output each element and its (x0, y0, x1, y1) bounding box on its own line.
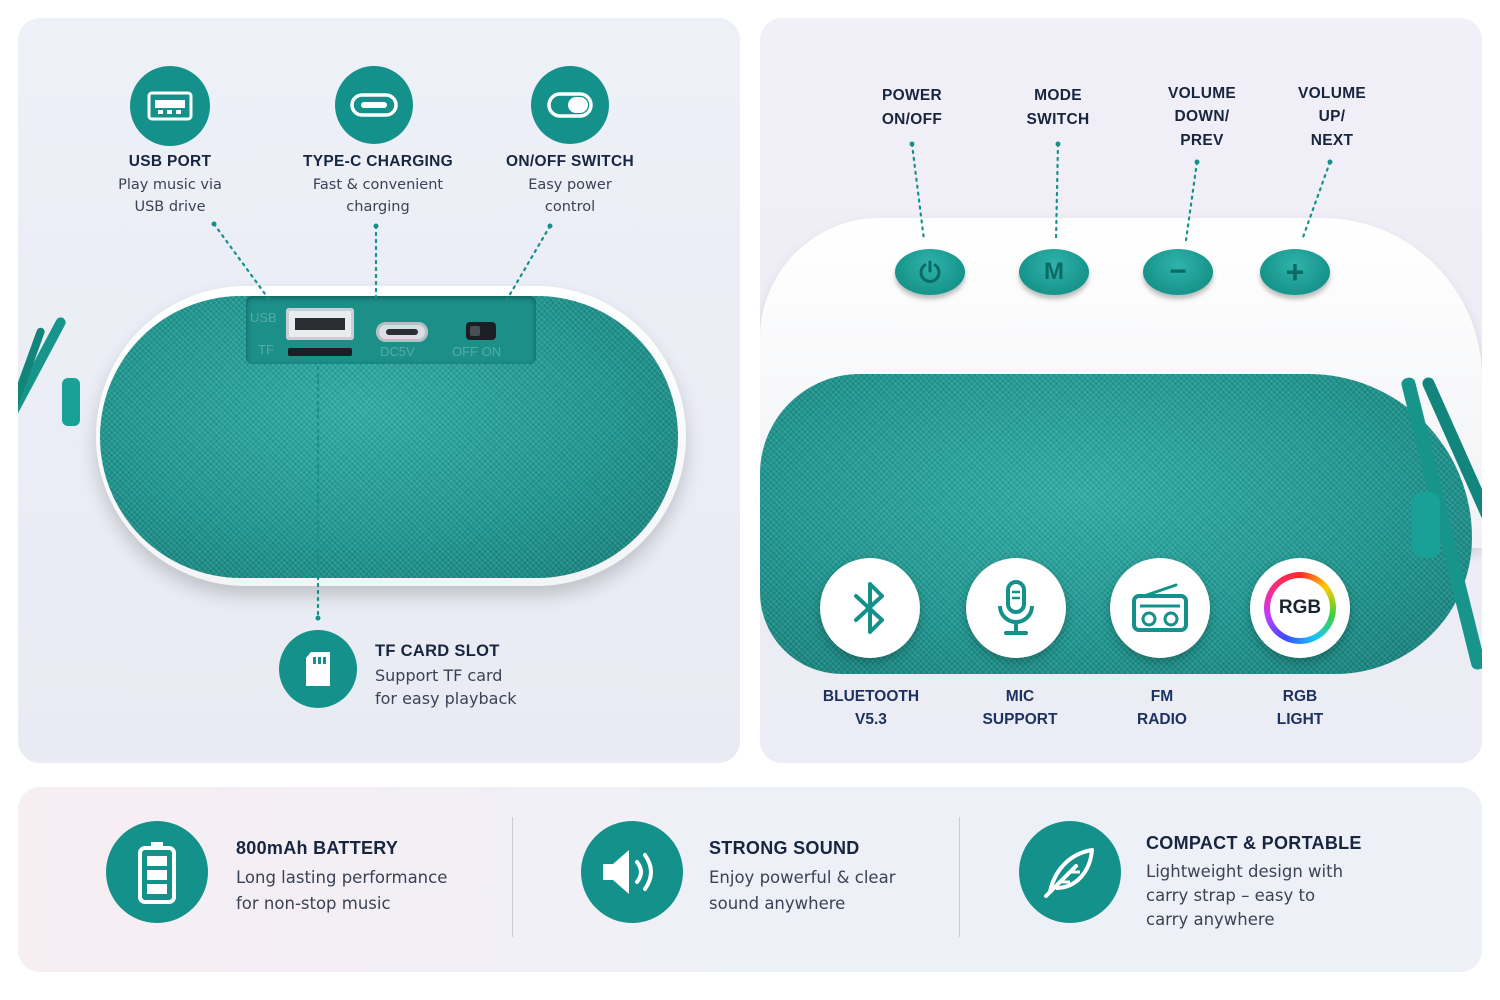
strap-clip (62, 378, 80, 426)
feature-rgb-1: RGB (1282, 688, 1318, 705)
label-power-2: ON/OFF (881, 111, 943, 128)
controls-panel: POWER ON/OFF MODE SWITCH VOLUME DOWN/ PR… (760, 18, 1482, 763)
label-mode-2: SWITCH (1026, 111, 1090, 128)
usb-desc-2: USB drive (134, 199, 206, 215)
battery-desc-2: for non-stop music (236, 894, 391, 913)
bluetooth-badge (820, 558, 920, 658)
label-volup-3: NEXT (1310, 132, 1354, 149)
rgb-badge: RGB (1250, 558, 1350, 658)
engrave-usb: USB (250, 310, 277, 325)
label-power-1: POWER (881, 87, 943, 104)
ports-panel: USB PORT Play music via USB drive TYPE-C… (18, 18, 740, 763)
label-volup-2: UP/ (1318, 108, 1346, 125)
label-mode-1: MODE (1034, 87, 1082, 104)
sd-card-icon (279, 630, 357, 708)
strap-clip-right (1412, 492, 1440, 558)
usb-port (286, 308, 354, 340)
radio-badge (1110, 558, 1210, 658)
feature-bluetooth-1: BLUETOOTH (822, 688, 920, 705)
engrave-dc: DC5V (380, 344, 415, 359)
tf-desc-2: for easy playback (375, 689, 517, 708)
type-c-icon (335, 66, 413, 144)
plus-icon: + (1285, 253, 1305, 290)
label-volup-1: VOLUME (1297, 85, 1367, 102)
portable-title: COMPACT & PORTABLE (1146, 833, 1362, 853)
type-c-port (376, 322, 428, 342)
highlights-panel: 800mAh BATTERY Long lasting performance … (18, 787, 1482, 972)
battery-desc-1: Long lasting performance (236, 868, 448, 887)
leader-lines (211, 221, 553, 621)
microphone-icon (998, 580, 1034, 635)
label-voldown-3: PREV (1180, 132, 1224, 149)
usb-desc-1: Play music via (118, 177, 222, 193)
radio-icon (1132, 583, 1188, 632)
feature-rgb-2: LIGHT (1276, 711, 1324, 728)
label-voldown-1: VOLUME (1167, 85, 1237, 102)
mode-icon: M (1044, 258, 1064, 285)
feather-icon (1019, 821, 1121, 923)
volume-up-button[interactable]: + (1260, 249, 1330, 295)
battery-icon (106, 821, 208, 923)
feature-mic-1: MIC (1005, 688, 1035, 705)
sound-desc-2: sound anywhere (709, 894, 846, 913)
mode-button[interactable]: M (1019, 249, 1089, 295)
label-voldown-2: DOWN/ (1174, 108, 1230, 125)
rgb-badge-text: RGB (1270, 578, 1330, 638)
power-icon (919, 260, 941, 283)
tf-desc-1: Support TF card (375, 666, 503, 685)
engrave-tf: TF (258, 342, 274, 357)
engrave-offon: OFF ON (452, 344, 502, 359)
divider (959, 817, 960, 937)
usb-port-icon (130, 66, 210, 146)
feature-radio-1: FM (1150, 688, 1174, 705)
portable-desc-2: carry strap – easy to (1146, 886, 1316, 905)
power-switch (466, 322, 496, 340)
toggle-switch-icon (531, 66, 609, 144)
port-bay: USB TF DC5V OFF ON (246, 296, 536, 364)
switch-title: ON/OFF SWITCH (506, 153, 634, 170)
power-button[interactable] (895, 249, 965, 295)
typec-title: TYPE-C CHARGING (302, 153, 454, 170)
usb-title: USB PORT (128, 153, 212, 170)
feature-mic-2: SUPPORT (982, 711, 1058, 728)
mic-badge (966, 558, 1066, 658)
battery-title: 800mAh BATTERY (236, 838, 399, 858)
button-leader-lines (909, 141, 1333, 242)
feature-radio-2: RADIO (1137, 711, 1187, 728)
bluetooth-icon (854, 582, 884, 634)
switch-desc-1: Easy power (528, 177, 612, 193)
sound-desc-1: Enjoy powerful & clear (709, 868, 896, 887)
divider (512, 817, 513, 937)
sound-title: STRONG SOUND (709, 838, 860, 858)
volume-down-button[interactable]: − (1143, 249, 1213, 295)
typec-desc-1: Fast & convenient (312, 177, 444, 193)
switch-desc-2: control (544, 199, 596, 215)
speaker-volume-icon (581, 821, 683, 923)
typec-desc-2: charging (346, 199, 410, 215)
feature-bluetooth-2: V5.3 (855, 711, 887, 728)
tf-slot (288, 348, 352, 356)
portable-desc-3: carry anywhere (1146, 910, 1275, 929)
tf-title: TF CARD SLOT (375, 642, 500, 660)
minus-icon: − (1169, 255, 1187, 288)
portable-desc-1: Lightweight design with (1146, 862, 1344, 881)
